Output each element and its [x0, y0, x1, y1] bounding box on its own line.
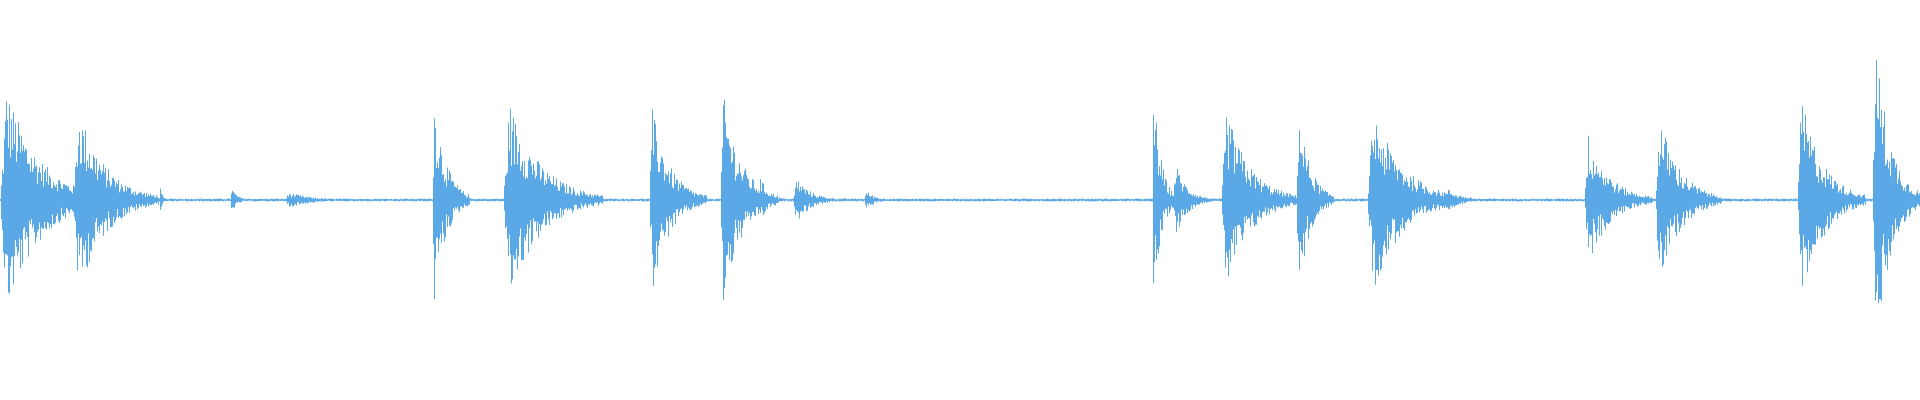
- waveform-lines: [0, 59, 1920, 304]
